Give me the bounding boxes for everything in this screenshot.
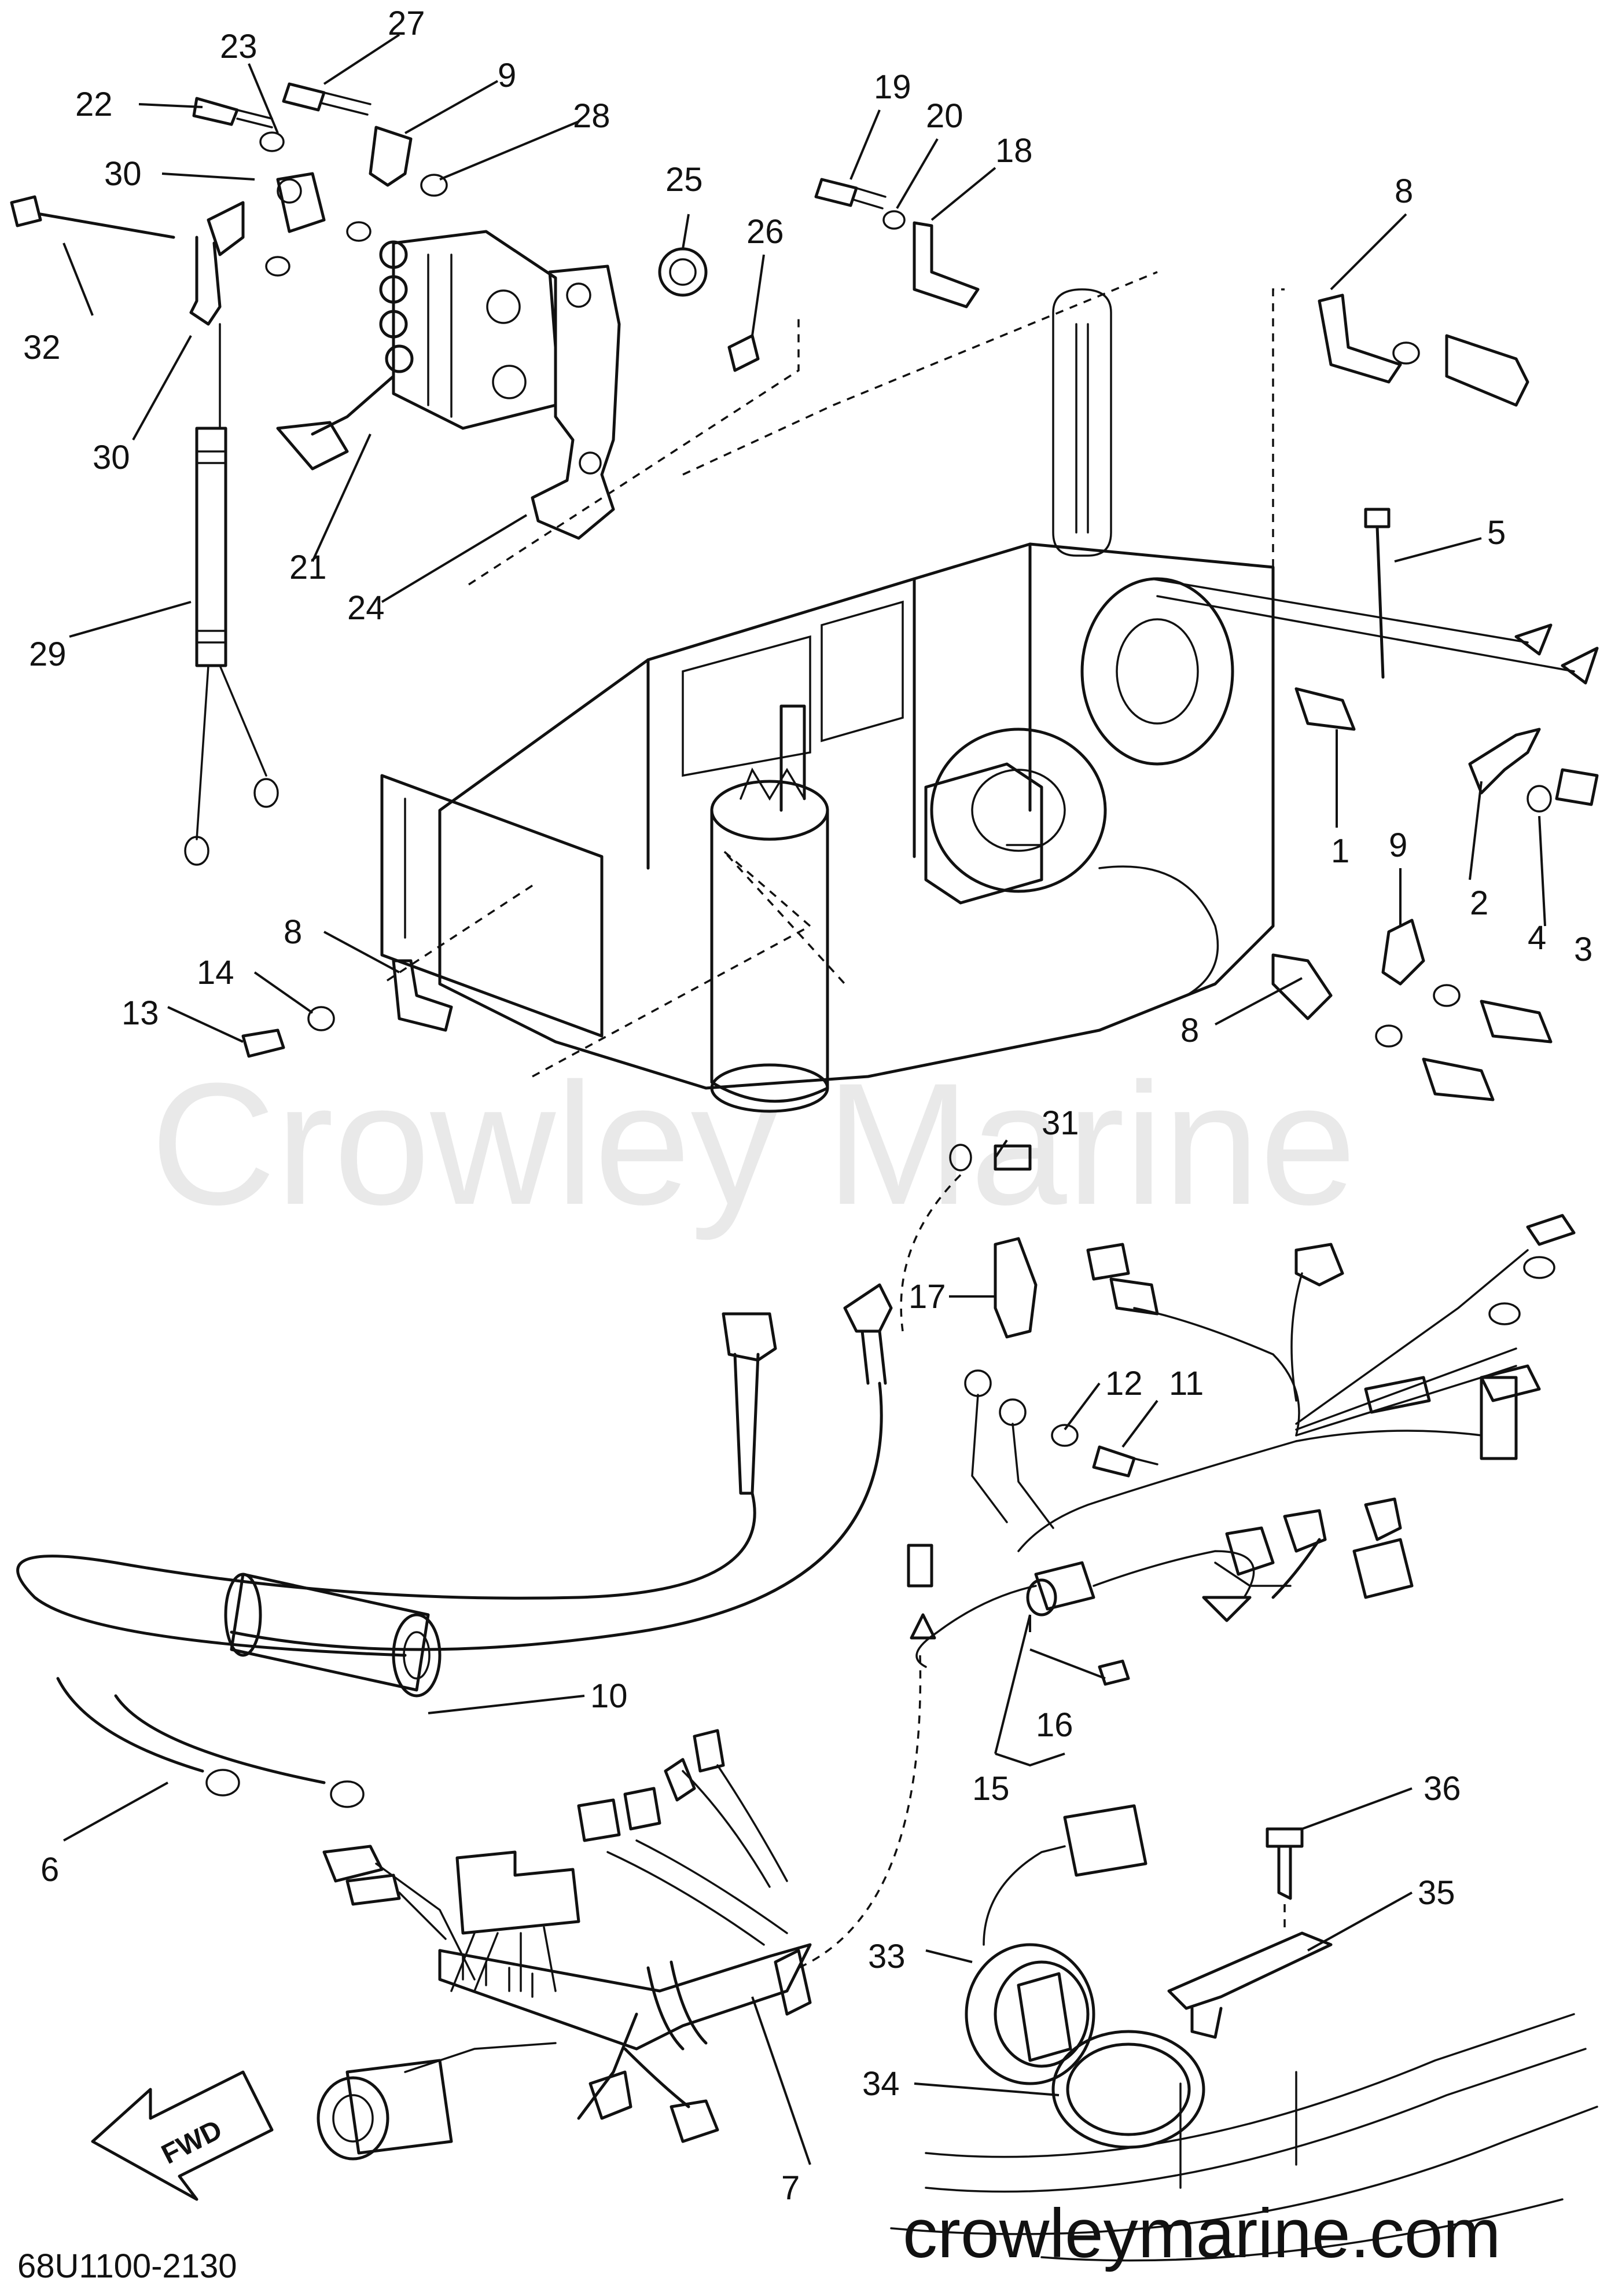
callout-8-left: 8	[284, 913, 302, 951]
cable-tie-32	[10, 195, 175, 239]
callout-23: 23	[220, 28, 258, 65]
coil-bracket	[531, 265, 621, 540]
diagram-code: 68U1100-2130	[17, 2247, 237, 2285]
callout-15: 15	[972, 1770, 1010, 1808]
main-switch-33	[965, 1804, 1147, 2085]
fwd-label: FWD	[157, 2114, 227, 2170]
callout-14: 14	[197, 954, 234, 991]
site-url: crowleymarine.com	[903, 2195, 1501, 2272]
clamp-lower-left	[241, 959, 453, 1058]
wire-harness-main	[994, 1214, 1576, 1599]
fuse-holder	[915, 1550, 1255, 1686]
callout-1: 1	[1331, 832, 1349, 870]
bolt-31	[900, 1144, 1032, 1332]
callout-36: 36	[1424, 1770, 1461, 1808]
callout-30-top: 30	[104, 155, 142, 193]
callout-8-right: 8	[1180, 1012, 1199, 1049]
callout-28: 28	[573, 97, 610, 135]
callout-13: 13	[122, 994, 159, 1032]
pin-connector	[798, 1544, 936, 1969]
callout-16: 16	[1036, 1706, 1073, 1744]
callout-7: 7	[781, 2169, 800, 2207]
callout-24: 24	[347, 589, 385, 627]
callout-10: 10	[590, 1677, 628, 1715]
cable-tie-5	[1364, 508, 1391, 679]
callout-18: 18	[995, 132, 1033, 170]
callout-27: 27	[388, 5, 425, 42]
upper-fasteners	[192, 82, 448, 277]
leader-lines	[62, 34, 1546, 2165]
ground-leads	[964, 1369, 1158, 1529]
clamps-lower-right	[1271, 919, 1553, 1101]
switch-plate-35	[1167, 1931, 1333, 2039]
callout-3: 3	[1574, 931, 1592, 968]
clamp-upper-right	[1318, 293, 1529, 407]
clamp-18-group	[814, 178, 980, 308]
starter-motor	[710, 704, 829, 1113]
callout-19: 19	[874, 68, 911, 106]
cdi-unit-housing	[380, 774, 604, 1038]
callout-17: 17	[909, 1278, 946, 1316]
callout-29: 29	[29, 635, 67, 673]
plug-leads	[16, 850, 893, 1657]
callout-11: 11	[1169, 1365, 1204, 1402]
screw-36	[1266, 1827, 1304, 1933]
callout-4: 4	[1528, 919, 1546, 957]
callout-31: 31	[1042, 1104, 1079, 1142]
cowling-edge	[890, 2013, 1598, 2262]
callout-30-bottom: 30	[93, 439, 130, 476]
callout-33: 33	[868, 1938, 906, 1975]
callout-6: 6	[41, 1851, 59, 1889]
holder-right-group	[1150, 578, 1599, 813]
callout-20: 20	[926, 97, 963, 135]
callout-26: 26	[746, 213, 784, 251]
callout-35: 35	[1418, 1874, 1455, 1912]
callout-34: 34	[862, 2065, 900, 2103]
callout-21: 21	[289, 549, 327, 586]
callout-labels: 1 2 3 4 5 6 7 8 8 8 9 9 10 11 12 13 14 1…	[23, 5, 1592, 2207]
callout-5: 5	[1487, 514, 1506, 552]
watermark: Crowley Marine	[150, 1046, 1356, 1242]
callout-32: 32	[23, 329, 61, 366]
callout-9-top: 9	[498, 57, 516, 94]
rectifier-regulator	[924, 762, 1043, 905]
protective-boot-10	[224, 1573, 442, 1698]
wire-harness-7	[317, 1729, 812, 2161]
outline-dash-1	[468, 318, 800, 586]
engine-block	[438, 288, 1275, 1090]
plug-caps-and-lead	[184, 172, 326, 866]
battery-cables-6	[56, 1677, 365, 1808]
grommet-and-collar	[658, 247, 760, 372]
fwd-arrow: FWD	[91, 2070, 274, 2201]
callout-12: 12	[1105, 1365, 1143, 1402]
outline-dash-2	[682, 271, 1158, 476]
callout-25: 25	[665, 161, 703, 199]
callout-8-top: 8	[1395, 172, 1413, 210]
callout-9-right: 9	[1389, 826, 1407, 864]
callout-22: 22	[75, 86, 113, 123]
callout-2: 2	[1470, 884, 1488, 922]
ignition-coil	[276, 230, 557, 471]
outline-dash-3	[1272, 288, 1285, 868]
